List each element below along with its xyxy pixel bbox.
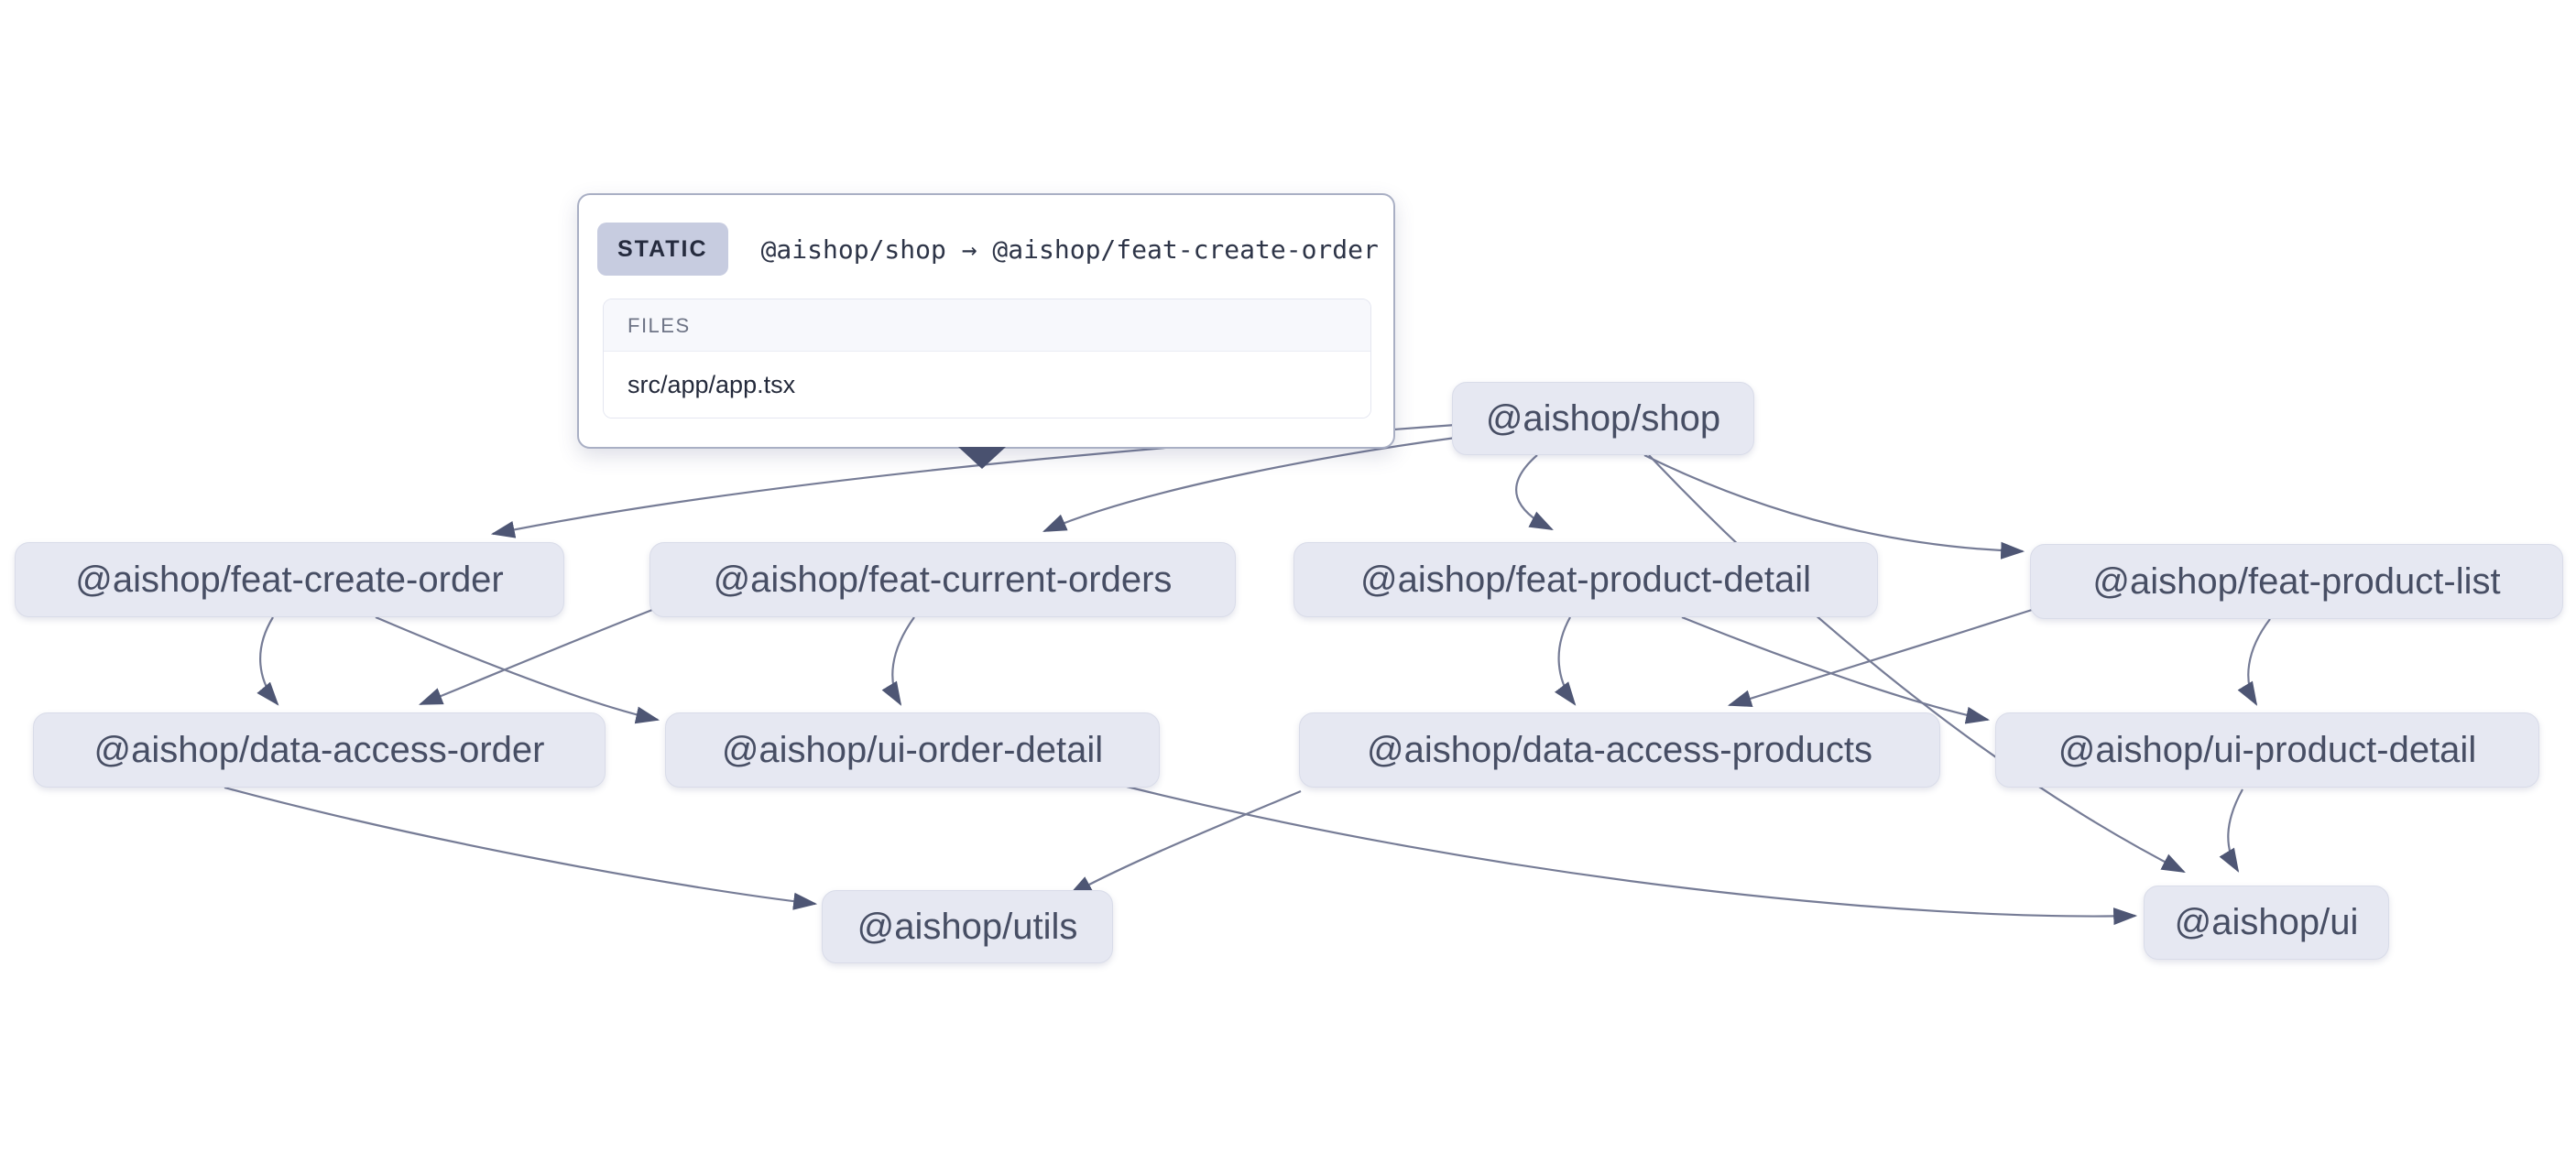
graph-node-ui[interactable]: @aishop/ui <box>2144 886 2389 960</box>
edge-shop-to-feat-product-list[interactable] <box>1643 454 2025 560</box>
graph-node-feat-product-detail[interactable]: @aishop/feat-product-detail <box>1293 542 1878 617</box>
edge-data-access-products-to-utils[interactable] <box>1068 789 1302 897</box>
files-panel-header: FILES <box>604 299 1370 352</box>
graph-node-feat-product-list[interactable]: @aishop/feat-product-list <box>2030 544 2563 619</box>
graph-node-data-access-products[interactable]: @aishop/data-access-products <box>1299 712 1940 788</box>
file-row[interactable]: src/app/app.tsx <box>604 352 1370 418</box>
edge-data-access-order-to-utils[interactable] <box>224 786 818 910</box>
edge-shop-to-ui[interactable] <box>1648 454 2186 873</box>
edge-tooltip-title: @aishop/shop → @aishop/feat-create-order <box>760 234 1379 265</box>
edge-ui-product-detail-to-ui[interactable] <box>2219 788 2243 873</box>
edge-feat-create-order-to-ui-order-detail[interactable] <box>375 615 660 724</box>
graph-node-feat-current-orders[interactable]: @aishop/feat-current-orders <box>649 542 1236 617</box>
graph-node-data-access-order[interactable]: @aishop/data-access-order <box>33 712 606 788</box>
graph-node-shop[interactable]: @aishop/shop <box>1452 382 1754 455</box>
edge-type-badge: STATIC <box>597 223 728 276</box>
edge-feat-product-detail-to-ui-product-detail[interactable] <box>1681 615 1991 724</box>
edge-feat-product-list-to-data-access-products[interactable] <box>1727 608 2033 707</box>
edge-feat-product-detail-to-data-access-products[interactable] <box>1554 616 1577 706</box>
graph-node-utils[interactable]: @aishop/utils <box>822 890 1113 963</box>
edge-feat-current-orders-to-data-access-order[interactable] <box>418 608 653 706</box>
files-panel: FILES src/app/app.tsx <box>603 299 1371 418</box>
edge-feat-current-orders-to-ui-order-detail[interactable] <box>881 616 915 706</box>
graph-node-ui-product-detail[interactable]: @aishop/ui-product-detail <box>1995 712 2539 788</box>
edge-shop-to-feat-product-detail[interactable] <box>1515 454 1554 530</box>
edge-tooltip-header: STATIC @aishop/shop → @aishop/feat-creat… <box>597 223 1379 276</box>
edge-tooltip: STATIC @aishop/shop → @aishop/feat-creat… <box>577 193 1395 469</box>
tooltip-caret-icon <box>958 447 1006 469</box>
edge-shop-to-feat-current-orders[interactable] <box>1042 436 1457 533</box>
graph-node-ui-order-detail[interactable]: @aishop/ui-order-detail <box>665 712 1160 788</box>
edge-ui-order-detail-to-ui[interactable] <box>1115 782 2138 926</box>
edge-feat-product-list-to-ui-product-detail[interactable] <box>2237 618 2271 706</box>
graph-node-feat-create-order[interactable]: @aishop/feat-create-order <box>15 542 564 617</box>
edge-feat-create-order-to-data-access-order[interactable] <box>257 616 279 706</box>
